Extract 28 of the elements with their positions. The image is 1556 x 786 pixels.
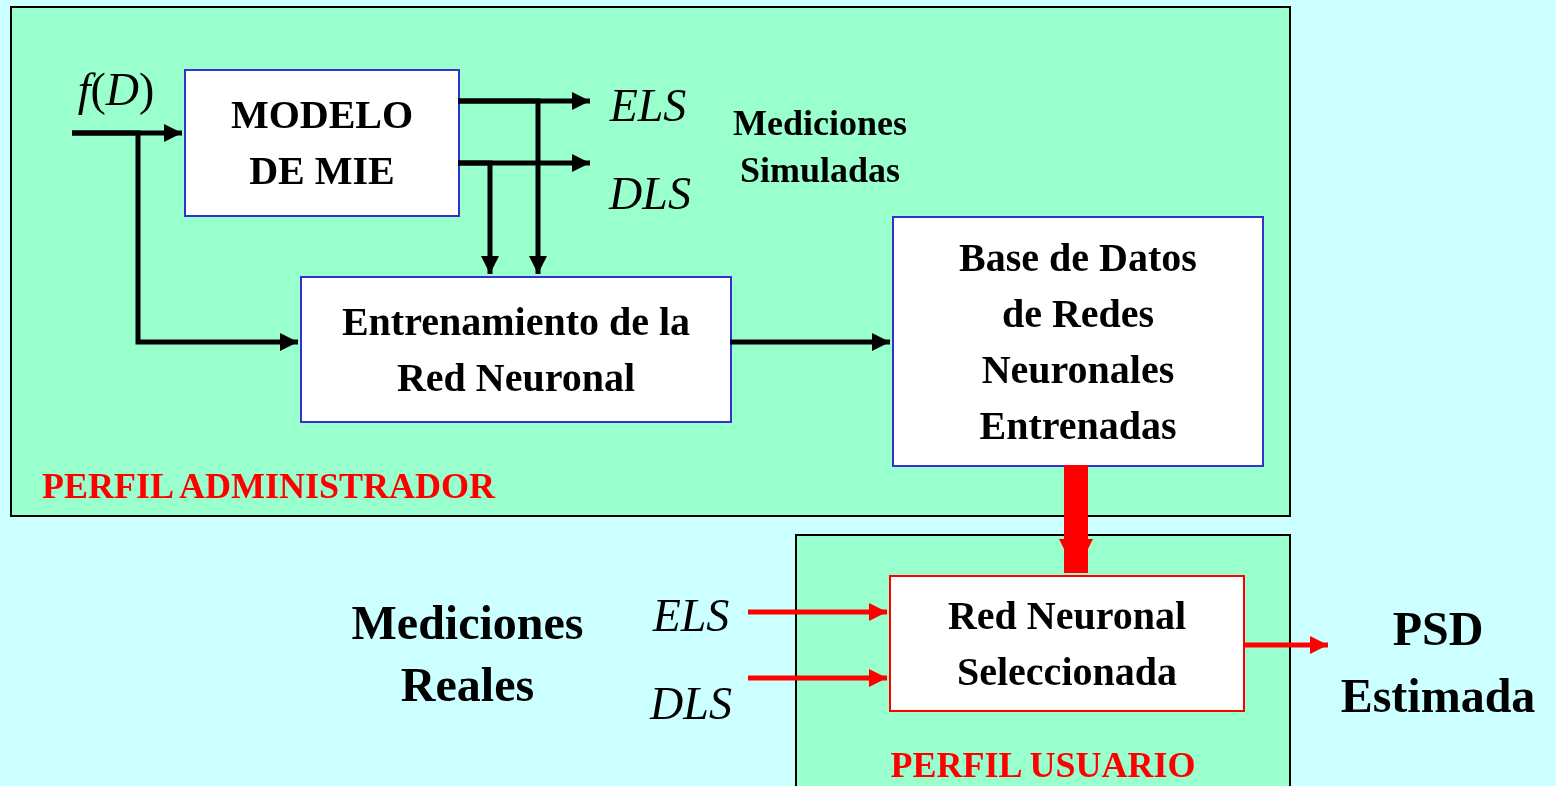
group-label: Mediciones Simuladas (732, 102, 908, 192)
arrow (72, 130, 298, 351)
profile-title: PERFIL ADMINISTRADOR (42, 465, 496, 507)
arrow (748, 603, 887, 621)
signal-label: ELS (609, 79, 687, 133)
signal-label: DLS (650, 677, 732, 731)
box-label: Red Neuronal Seleccionada (946, 591, 1188, 696)
signal-label: DLS (609, 167, 691, 221)
box-label: Base de Datos de Redes Neuronales Entrenadas (958, 233, 1198, 450)
process-box (184, 69, 460, 217)
arrow (458, 160, 499, 274)
arrow (1243, 636, 1328, 654)
signal-label: ELS (652, 589, 730, 643)
profile-title: PERFIL USUARIO (889, 744, 1197, 786)
box-label: MODELO DE MIE (229, 91, 415, 195)
profile-panel (10, 6, 1291, 517)
process-box (300, 276, 732, 423)
process-box (892, 216, 1264, 467)
box-label: Entrenamiento de la Red Neuronal (340, 297, 692, 402)
arrow (1059, 465, 1093, 573)
signal-label: f(D) (77, 63, 155, 117)
profile-panel (795, 534, 1291, 786)
arrow (730, 333, 890, 351)
arrow (748, 669, 887, 687)
arrow (458, 98, 547, 274)
output-label: PSD Estimada (1339, 600, 1537, 724)
process-box (889, 575, 1245, 712)
group-label: Mediciones Reales (350, 595, 585, 714)
